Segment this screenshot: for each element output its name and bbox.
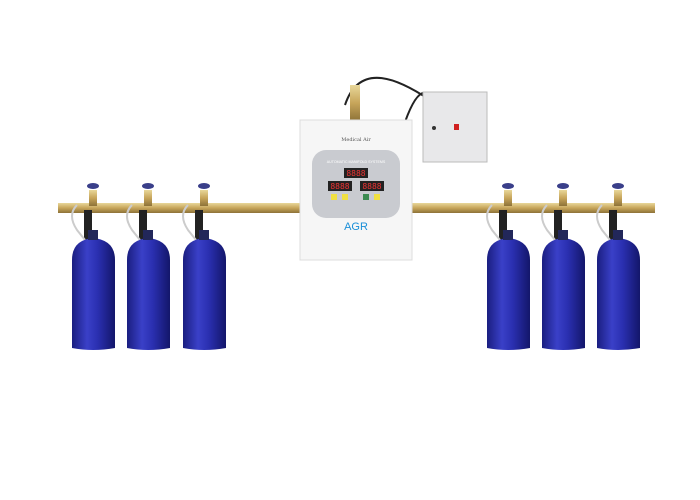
up-button[interactable] bbox=[331, 194, 337, 200]
gas-cylinder bbox=[541, 183, 585, 350]
gas-cylinder bbox=[182, 183, 226, 350]
alarm-box bbox=[422, 91, 488, 163]
display-left: 8888 bbox=[330, 182, 349, 191]
brand-logo: AGR bbox=[344, 221, 368, 233]
panel-subtitle: AUTOMATIC MANIFOLD SYSTEMS bbox=[327, 160, 386, 164]
relief-valve bbox=[350, 85, 360, 121]
display-top: 8888 bbox=[346, 169, 365, 178]
panel-title: Medical Air bbox=[341, 137, 371, 143]
control-panel: Medical Air AUTOMATIC MANIFOLD SYSTEMS 8… bbox=[299, 119, 413, 261]
gas-cylinder bbox=[71, 183, 115, 350]
header-pipe-right bbox=[410, 203, 655, 213]
power-switch[interactable] bbox=[454, 124, 459, 130]
down-button[interactable] bbox=[342, 194, 348, 200]
display-right: 8888 bbox=[362, 182, 381, 191]
gas-cylinder bbox=[596, 183, 640, 350]
set-button[interactable] bbox=[363, 194, 369, 200]
gas-cylinder bbox=[126, 183, 170, 350]
enter-button[interactable] bbox=[374, 194, 380, 200]
gas-cylinder bbox=[486, 183, 530, 350]
header-pipe-left bbox=[58, 203, 303, 213]
